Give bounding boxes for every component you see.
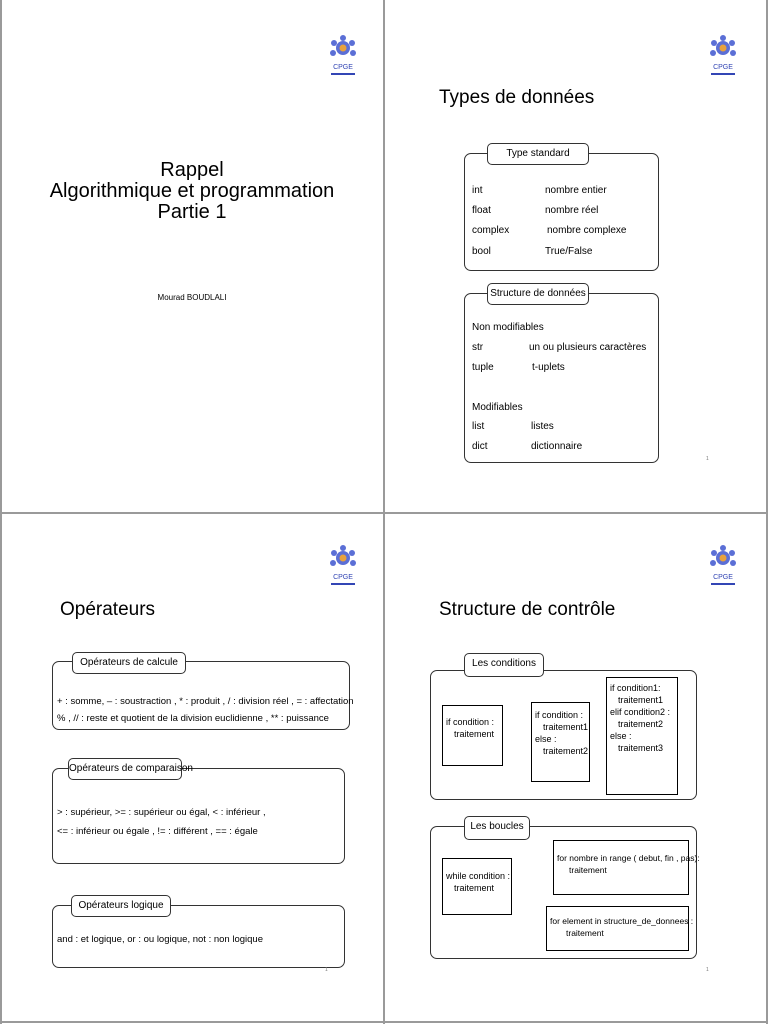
- code-line: elif condition2 :: [610, 707, 671, 717]
- code-line: if condition :: [446, 717, 495, 727]
- conditions-label: Les conditions: [464, 653, 544, 677]
- horizontal-divider: [0, 512, 768, 514]
- slide-number: 1: [706, 967, 709, 973]
- code-line: else :: [610, 731, 632, 741]
- left-border: [0, 0, 2, 1024]
- comparaison-panel: [52, 768, 345, 864]
- slide-heading: Opérateurs: [60, 599, 156, 620]
- comparaison-line-2: <= : inférieur ou égale , != : différent…: [57, 826, 258, 837]
- code-line: for nombre in range ( debut, fin , pas):: [557, 853, 700, 863]
- author-name: Mourad BOUDLALI: [157, 293, 227, 302]
- code-line: traitement2: [543, 746, 589, 756]
- struct-desc: un ou plusieurs caractères: [529, 342, 647, 353]
- type-desc: nombre complexe: [547, 225, 627, 236]
- logique-label: Opérateurs logique: [71, 895, 171, 917]
- code-line: traitement: [566, 928, 604, 938]
- struct-name: dict: [472, 441, 488, 452]
- type-desc: nombre réel: [545, 205, 599, 216]
- struct-name: str: [472, 342, 484, 353]
- for-range-box: for nombre in range ( debut, fin , pas):…: [553, 840, 700, 895]
- struct-desc: listes: [531, 421, 554, 432]
- boucles-label: Les boucles: [464, 816, 530, 840]
- while-box: while condition : traitement: [442, 858, 512, 915]
- struct-desc: dictionnaire: [531, 441, 583, 452]
- struct-name: list: [472, 421, 485, 432]
- code-line: traitement: [569, 865, 607, 875]
- title-line-1: Rappel: [160, 159, 224, 181]
- cpge-logo-icon: CPGE: [710, 35, 736, 75]
- slide-heading: Types de données: [439, 87, 595, 108]
- cpge-logo-icon: CPGE: [330, 35, 356, 75]
- cpge-logo-icon: CPGE: [330, 545, 356, 585]
- logique-line-1: and : et logique, or : ou logique, not :…: [57, 934, 263, 945]
- comparaison-label: Opérateurs de comparaison: [68, 758, 193, 780]
- modifiable-heading: Modifiables: [472, 402, 523, 413]
- type-name: bool: [472, 246, 491, 257]
- comparaison-line-1: > : supérieur, >= : supérieur ou égal, <…: [57, 807, 266, 818]
- slide-operateurs: CPGE Opérateurs Opérateurs de calcule + …: [0, 512, 384, 1024]
- structure-donnees-label: Structure de données: [487, 283, 589, 305]
- logo-text: CPGE: [333, 64, 353, 71]
- type-desc: nombre entier: [545, 185, 607, 196]
- if-else-box: if condition : traitement1 else : traite…: [531, 702, 590, 782]
- code-line: traitement2: [618, 719, 664, 729]
- code-line: traitement3: [618, 743, 664, 753]
- title-line-2: Algorithmique et programmation: [49, 180, 335, 202]
- type-name: complex: [472, 225, 510, 236]
- calcul-label: Opérateurs de calcule: [72, 652, 186, 674]
- type-standard-panel: [464, 153, 659, 271]
- slide-number: 1: [706, 456, 709, 462]
- calcul-line-1: + : somme, – : soustraction , * : produi…: [57, 696, 354, 707]
- code-line: while condition :: [446, 871, 511, 881]
- logo-text: CPGE: [713, 64, 733, 71]
- code-line: traitement: [454, 883, 495, 893]
- code-line: if condition :: [535, 710, 584, 720]
- if-box: if condition : traitement: [442, 705, 503, 766]
- right-border: [766, 0, 768, 1024]
- code-line: traitement1: [543, 722, 589, 732]
- logo-text: CPGE: [713, 574, 733, 581]
- title-line-3: Partie 1: [157, 201, 227, 223]
- type-desc: True/False: [545, 246, 593, 257]
- non-modifiable-heading: Non modifiables: [472, 322, 544, 333]
- type-name: int: [472, 185, 483, 196]
- logo-text: CPGE: [333, 574, 353, 581]
- slide-title: CPGE Rappel Algorithmique et programmati…: [0, 0, 384, 512]
- cpge-logo-icon: CPGE: [710, 545, 736, 585]
- if-elif-else-box: if condition1: traitement1 elif conditio…: [606, 677, 678, 795]
- code-line: traitement1: [618, 695, 664, 705]
- slide-number: 1: [325, 967, 328, 973]
- slide-structure-controle: CPGE Structure de contrôle Les condition…: [384, 512, 768, 1024]
- type-standard-label: Type standard: [487, 143, 589, 165]
- code-line: else :: [535, 734, 557, 744]
- calcul-line-2: % , // : reste et quotient de la divisio…: [57, 713, 329, 724]
- structure-donnees-panel: [464, 293, 659, 463]
- code-line: for element in structure_de_donnees :: [550, 916, 694, 926]
- code-line: traitement: [454, 729, 495, 739]
- slide-heading: Structure de contrôle: [439, 599, 616, 620]
- struct-desc: t-uplets: [532, 362, 565, 373]
- slide-types: CPGE Types de données Type standard int …: [384, 0, 768, 512]
- type-name: float: [472, 205, 491, 216]
- bottom-border: [0, 1021, 768, 1023]
- slide-title-text: Rappel Algorithmique et programmation Pa…: [0, 160, 384, 223]
- struct-name: tuple: [472, 362, 494, 373]
- for-element-box: for element in structure_de_donnees : tr…: [546, 906, 694, 951]
- code-line: if condition1:: [610, 683, 661, 693]
